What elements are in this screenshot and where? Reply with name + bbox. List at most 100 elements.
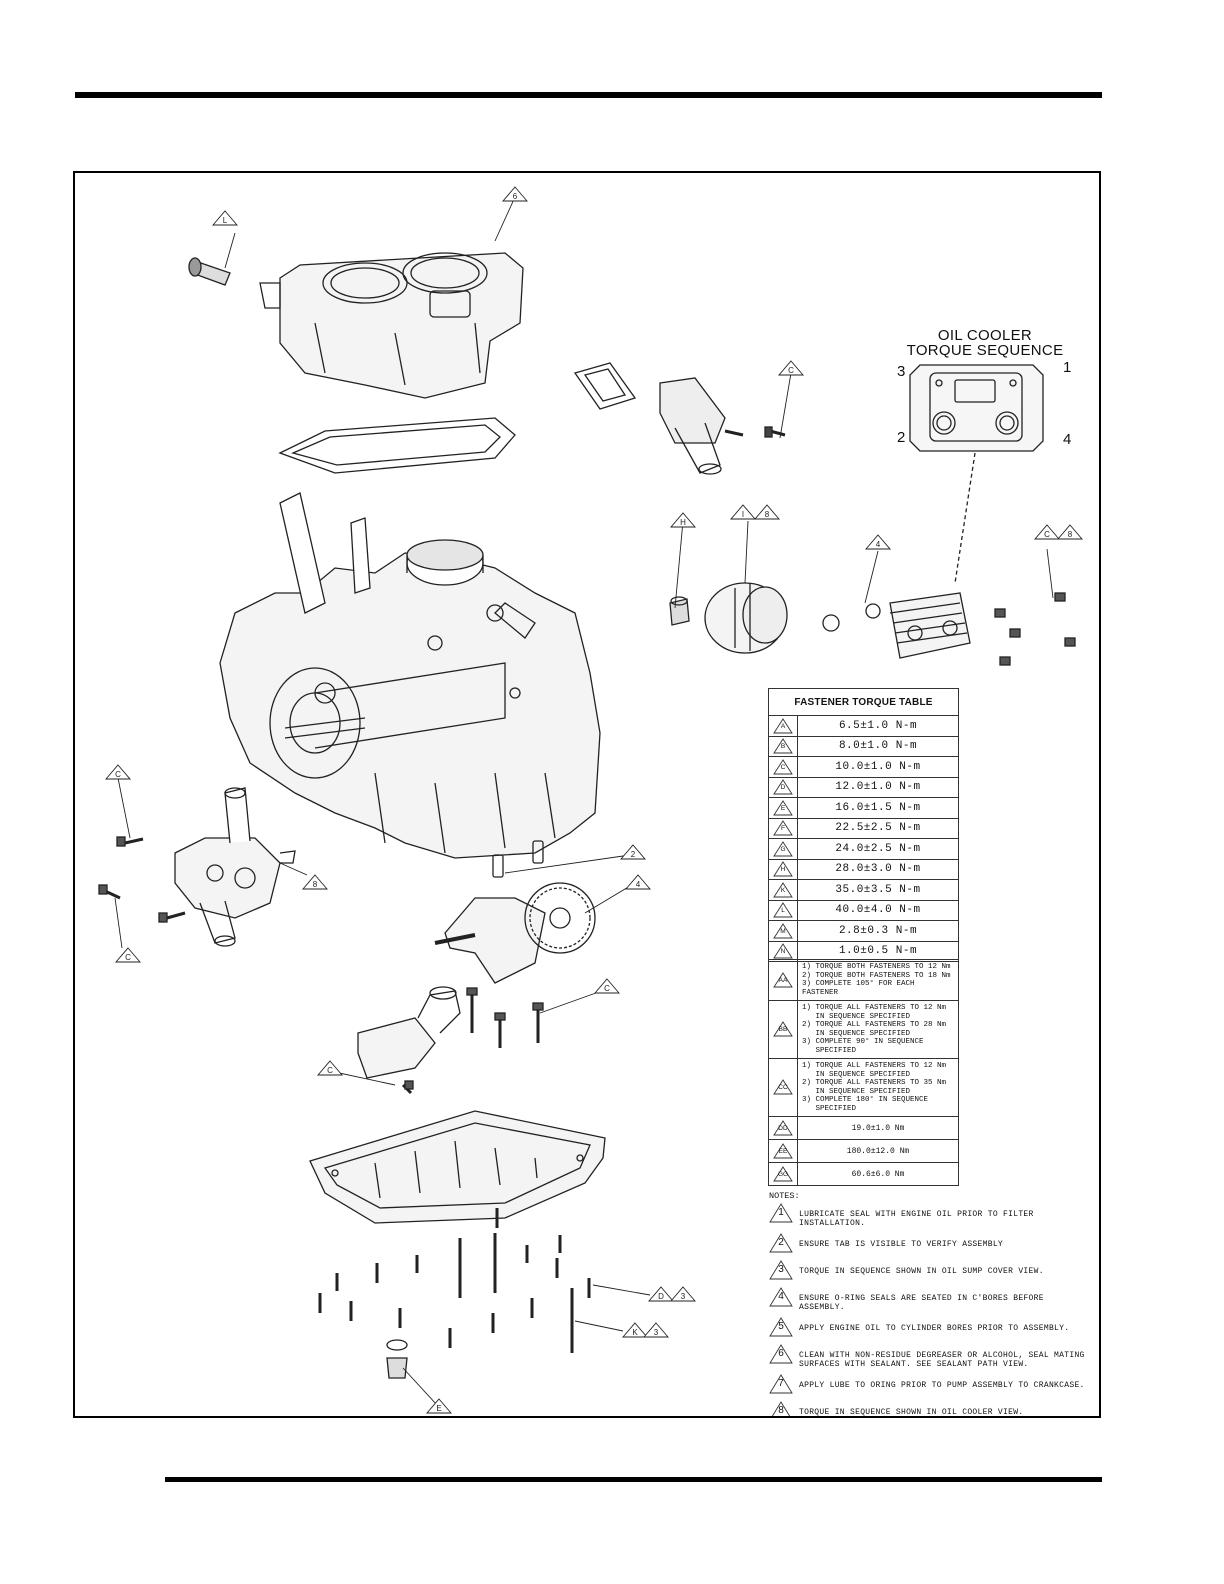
svg-text:K: K: [632, 1328, 638, 1337]
torque-symbol: DD: [768, 1116, 798, 1140]
torque-symbol: AA: [768, 959, 798, 1001]
torque-symbol-label: DD: [778, 1124, 788, 1132]
torque-sequence-steps: 1) TORQUE ALL FASTENERS TO 12 Nm IN SEQU…: [797, 1000, 959, 1059]
note-number-triangle: 4: [769, 1287, 793, 1307]
svg-text:D: D: [658, 1292, 664, 1301]
torque-row: N 1.0±0.5 N-m: [768, 940, 959, 962]
note-number: 2: [778, 1237, 784, 1248]
crankcase: [219, 492, 601, 859]
torque-symbol: CC: [768, 1058, 798, 1117]
torque-sequence-row: BB 1) TORQUE ALL FASTENERS TO 12 Nm IN SE…: [768, 1000, 959, 1059]
note-number-triangle: 6: [769, 1344, 793, 1364]
note-number: 5: [778, 1321, 784, 1332]
torque-symbol: K: [768, 879, 798, 901]
torque-value: 2.8±0.3 N-m: [797, 920, 959, 942]
torque-table-header: FASTENER TORQUE TABLE: [768, 688, 959, 716]
svg-text:3: 3: [681, 1292, 686, 1301]
torque-symbol: E: [768, 797, 798, 819]
torque-value: 16.0±1.5 N-m: [797, 797, 959, 819]
torque-symbol-label: B: [780, 743, 786, 751]
svg-text:C: C: [1044, 530, 1050, 539]
svg-text:8: 8: [765, 510, 770, 519]
torque-symbol: F: [768, 817, 798, 839]
fitting-part: [188, 257, 231, 286]
svg-text:E: E: [436, 1404, 441, 1413]
note-number: 3: [778, 1264, 784, 1275]
torque-symbol: EE: [768, 1139, 798, 1163]
torque-symbol-label: G: [780, 845, 786, 853]
torque-symbol: D: [768, 776, 798, 798]
oil-pan: [309, 1110, 606, 1224]
note-number: 4: [778, 1291, 784, 1302]
torque-value: 60.6±6.0 Nm: [797, 1162, 959, 1186]
torque-value: 1.0±0.5 N-m: [797, 940, 959, 962]
thermostat-housing: [573, 362, 726, 475]
svg-text:I: I: [742, 510, 744, 519]
torque-symbol-label: GG: [777, 1170, 789, 1178]
sequence-number-1: 1: [1063, 359, 1072, 376]
svg-text:4: 4: [636, 880, 641, 889]
engine-exploded-drawing: L 6 C H I 8 4 C 8 C C 8 2 4 C C D 3 K 3 …: [98, 186, 1083, 1414]
torque-value: 22.5±2.5 N-m: [797, 817, 959, 839]
sump-bolts: [318, 1208, 591, 1379]
svg-text:C: C: [604, 984, 610, 993]
note-text: TORQUE IN SEQUENCE SHOWN IN OIL SUMP COV…: [799, 1267, 1044, 1276]
torque-symbol: C: [768, 756, 798, 778]
dowel-pin: [532, 840, 544, 864]
torque-row: B 8.0±1.0 N-m: [768, 735, 959, 757]
torque-symbol: H: [768, 858, 798, 880]
note-text: ENSURE O-RING SEALS ARE SEATED IN C'BORE…: [799, 1294, 1044, 1312]
dowel-pin: [492, 854, 504, 878]
note-text: APPLY LUBE TO ORING PRIOR TO PUMP ASSEMB…: [799, 1381, 1085, 1390]
note-text: ENSURE TAB IS VISIBLE TO VERIFY ASSEMBLY: [799, 1240, 1004, 1249]
oil-filter-assembly: [669, 582, 881, 654]
base-gasket: [278, 417, 516, 474]
torque-symbol: M: [768, 920, 798, 942]
torque-symbol-label: BB: [778, 1026, 788, 1034]
sequence-number-3: 3: [897, 363, 906, 380]
base-gasket-inner: [291, 424, 501, 466]
sequence-number-4: 4: [1063, 431, 1072, 448]
torque-value: 12.0±1.0 N-m: [797, 776, 959, 798]
torque-value: 40.0±4.0 N-m: [797, 899, 959, 921]
note-number-triangle: 1: [769, 1203, 793, 1223]
oil-cooler-title-line2: TORQUE SEQUENCE: [906, 342, 1064, 359]
svg-text:6: 6: [513, 192, 518, 201]
oil-strainer: [357, 986, 461, 1079]
small-bolt: [724, 426, 786, 438]
note-text: APPLY ENGINE OIL TO CYLINDER BORES PRIOR…: [799, 1324, 1070, 1333]
torque-sequence-row: GG 60.6±6.0 Nm: [768, 1162, 959, 1186]
oil-cooler: [889, 592, 1076, 666]
note-item: 3 TORQUE IN SEQUENCE SHOWN IN OIL SUMP CO…: [769, 1260, 1089, 1282]
note-text: TORQUE IN SEQUENCE SHOWN IN OIL COOLER V…: [799, 1408, 1024, 1417]
torque-symbol: L: [768, 899, 798, 921]
oil-cooler-sequence-view: [909, 364, 1044, 584]
torque-symbol-label: D: [780, 784, 786, 792]
exploded-view-frame: L 6 C H I 8 4 C 8 C C 8 2 4 C C D 3 K 3 …: [73, 171, 1101, 1418]
torque-symbol-label: C: [780, 763, 786, 771]
note-item: 2 ENSURE TAB IS VISIBLE TO VERIFY ASSEMBL…: [769, 1233, 1089, 1255]
svg-text:C: C: [115, 770, 121, 779]
torque-value: 180.0±12.0 Nm: [797, 1139, 959, 1163]
torque-symbol-label: CC: [778, 1084, 788, 1092]
note-number-triangle: 8: [769, 1401, 793, 1416]
cylinder-block: [259, 252, 524, 399]
torque-value: 8.0±1.0 N-m: [797, 735, 959, 757]
svg-text:C: C: [327, 1066, 333, 1075]
svg-text:C: C: [788, 366, 794, 375]
svg-text:8: 8: [1068, 530, 1073, 539]
torque-symbol-label: N: [780, 948, 786, 956]
svg-text:2: 2: [631, 850, 636, 859]
note-number-triangle: 2: [769, 1233, 793, 1253]
svg-text:3: 3: [654, 1328, 659, 1337]
